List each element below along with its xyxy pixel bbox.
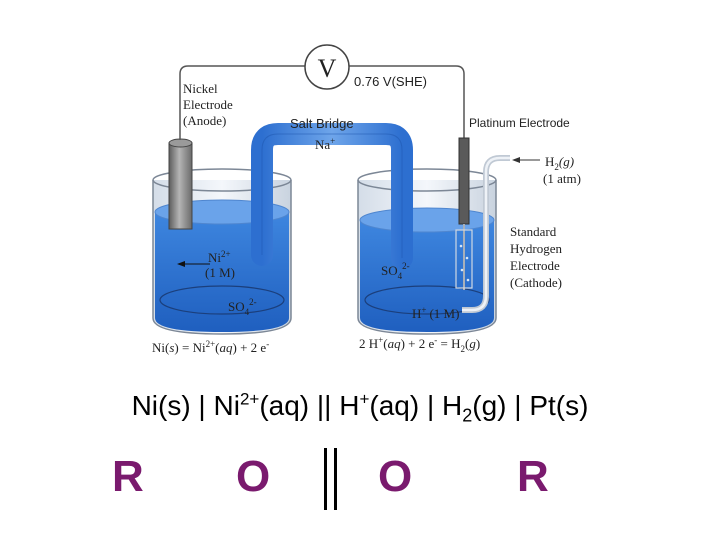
notation-part: (aq) | H [369,390,463,421]
right-sulfate-label: SO42- [381,261,410,281]
anode-oxidized-letter: O [236,452,271,501]
notation-part: (aq) || H [259,390,360,421]
notation-superscript: 2+ [239,389,260,409]
cathode-reduced-letter: R [517,452,549,501]
svg-text:Electrode: Electrode [510,258,560,273]
anode-reduced-letter: R [112,452,144,501]
circuit-wire [349,65,465,138]
cathode-half-reaction: 2 H+(aq) + 2 e- = H2(g) [359,335,480,354]
voltmeter-reading: 0.76 V(SHE) [354,74,427,89]
svg-text:Electrode: Electrode [183,97,233,112]
notation-superscript: + [359,389,370,409]
salt-bridge-separator [322,448,340,510]
cathode-label: Standard Hydrogen Electrode (Cathode) [510,224,562,290]
svg-text:(Anode): (Anode) [183,113,226,128]
nickel-electrode [168,125,193,230]
voltmeter-symbol: V [318,54,337,83]
hydrogen-pressure-label: (1 atm) [543,171,581,186]
platinum-electrode [455,137,473,290]
svg-text:Standard: Standard [510,224,557,239]
hydrogen-ion-label: H+(1 M) [412,305,459,321]
salt-bridge-ion: Na+ [315,136,335,152]
circuit-wire [179,65,305,125]
anode-half-reaction: Ni(s) = Ni2+(aq) + 2 e- [152,339,269,355]
svg-text:Nickel: Nickel [183,81,218,96]
notation-subscript: 2 [462,405,473,426]
nickel-ion-label: Ni2+ [208,249,231,265]
hydrogen-gas-label: H2(g) [545,154,574,172]
left-sulfate-label: SO42- [228,297,257,317]
platinum-electrode-label: Platinum Electrode [469,116,570,130]
notation-part: (g) | Pt(s) [472,390,589,421]
cell-notation: Ni(s) | Ni2+(aq) || H+(aq) | H2(g) | Pt(… [0,389,720,425]
voltmeter [304,44,350,90]
salt-bridge-label: Salt Bridge [290,116,354,131]
cathode-oxidized-letter: O [378,452,413,501]
nickel-ion-concentration: (1 M) [205,265,235,280]
notation-part: Ni(s) | Ni [131,390,240,421]
svg-text:(Cathode): (Cathode) [510,275,562,290]
svg-text:Hydrogen: Hydrogen [510,241,562,256]
anode-label: Nickel Electrode (Anode) [183,81,233,128]
